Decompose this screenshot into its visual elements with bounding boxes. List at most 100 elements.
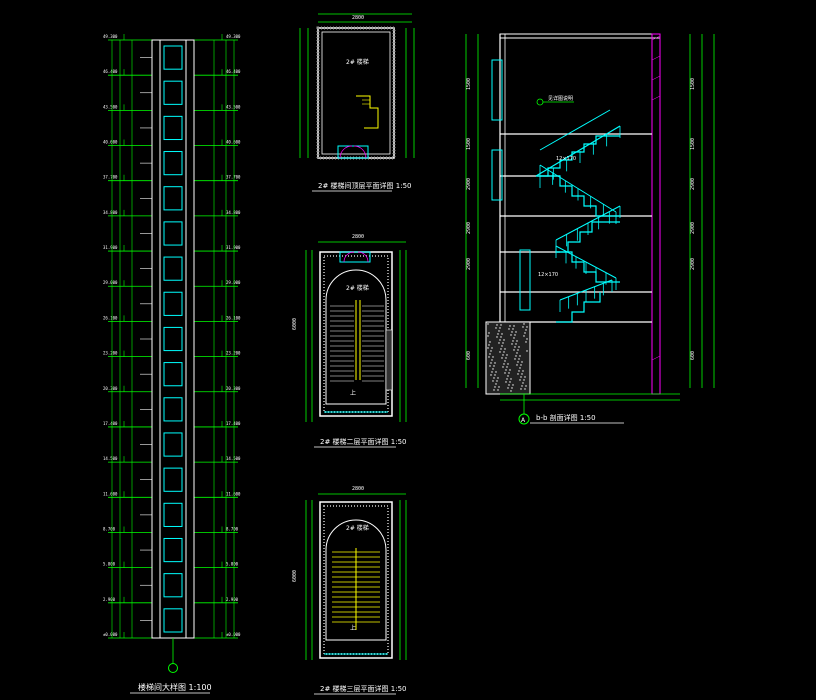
elevation-level-label-right: 20.300 <box>226 386 241 391</box>
section-dimension-label: 2900 <box>466 258 472 270</box>
elevation-level-label-right: 26.100 <box>226 315 241 320</box>
elevation-window <box>163 362 183 387</box>
section-dimension-label-right: 600 <box>690 351 696 360</box>
section-dim-a: 12×170 <box>556 156 576 162</box>
axis-bubble <box>168 663 178 673</box>
bottom-plan-treads <box>332 548 380 630</box>
section-dimension-label-right: 1500 <box>690 78 696 90</box>
elevation-window <box>163 397 183 422</box>
section-title: b-b 剖面详图 1:50 <box>536 413 596 422</box>
section-stair-flights <box>535 109 621 323</box>
elevation-level-label-right: 43.500 <box>226 104 241 109</box>
elevation-level-label-left: 26.100 <box>103 315 118 320</box>
elevation-level-row: 40.600 40.600 <box>103 139 241 146</box>
elevation-level-row: 20.300 20.300 <box>103 385 241 393</box>
mid-plan-width: 2800 <box>352 234 364 240</box>
elevation-level-label-right: 34.800 <box>226 210 241 215</box>
section-axis-bubble <box>518 413 530 425</box>
section-dimension-label-right: 2900 <box>690 178 696 190</box>
mid-plan-height: 6000 <box>292 318 298 330</box>
elevation-level-label-left: 29.000 <box>103 280 118 285</box>
elevation-level-label-right: 5.800 <box>226 562 239 567</box>
elevation-level-row: 11.600 11.600 <box>103 491 241 498</box>
top-floor-plan: 2800 2# 楼梯 2# 楼梯间顶层平面详图 1:50 <box>299 13 415 192</box>
elevation-window <box>163 467 183 492</box>
mid-plan-title: 2# 楼梯二层平面详图 1:50 <box>320 437 407 446</box>
elevation-level-row: 29.000 29.000 <box>103 280 241 287</box>
elevation-level-label-left: 11.600 <box>103 491 118 496</box>
section-dimension-label: 1500 <box>466 138 472 150</box>
elevation-level-row: 17.400 17.400 <box>103 420 241 428</box>
section-dimension-label: 2900 <box>466 178 472 190</box>
elevation-window <box>163 326 183 352</box>
elevation-level-row: 49.300 49.300 <box>103 34 241 41</box>
elevation-level-label-right: 8.700 <box>226 526 239 531</box>
bottom-plan-width: 2800 <box>352 486 364 492</box>
elevation-window <box>163 221 183 246</box>
section-dimension-label-right: 2900 <box>690 222 696 234</box>
third-floor-plan: 2800 6000 2# 楼梯 上 2# 楼梯三层平面详图 1:50 <box>292 486 407 695</box>
elevation-window <box>163 432 183 457</box>
elevation-window <box>163 80 183 105</box>
elevation-level-label-left: 40.600 <box>103 140 118 145</box>
bottom-plan-room-label: 2# 楼梯 <box>346 524 369 532</box>
elevation-level-label-left: 31.900 <box>103 245 118 250</box>
elevation-level-row: ±0.000 ±0.000 <box>103 632 241 639</box>
elevation-level-label-left: 17.400 <box>103 421 118 426</box>
section-dimension-label: 2900 <box>466 222 472 234</box>
elevation-level-label-left: 43.500 <box>103 104 118 109</box>
bottom-plan-title: 2# 楼梯三层平面详图 1:50 <box>320 684 407 693</box>
section-dimension-label: 1500 <box>466 78 472 90</box>
section-dim-b: 12×170 <box>538 272 558 278</box>
elevation-level-label-right: 2.900 <box>226 597 239 602</box>
elevation-window <box>163 151 183 176</box>
elevation-level-label-right: 37.700 <box>226 175 241 180</box>
elevation-level-label-right: 49.300 <box>226 34 241 39</box>
elevation-window <box>163 186 183 211</box>
elevation-level-label-right: 46.400 <box>226 69 241 74</box>
elevation-level-row: 23.200 23.200 <box>103 350 241 357</box>
section-dimension-label: 600 <box>466 351 472 360</box>
elevation-level-label-left: 20.300 <box>103 386 118 391</box>
mid-plan-up-label: 上 <box>350 389 356 397</box>
elevation-level-label-left: 23.200 <box>103 351 118 356</box>
section-balusters <box>539 126 621 312</box>
elevation-level-label-left: 49.300 <box>103 34 118 39</box>
second-floor-plan: 2800 6000 2# 楼梯 上 2# 楼梯二层平面详图 1:50 <box>292 234 407 448</box>
elevation-level-label-right: 14.500 <box>226 456 241 461</box>
mid-plan-treads <box>330 305 384 382</box>
elevation-window <box>163 537 183 563</box>
elevation-level-label-right: 29.000 <box>226 280 241 285</box>
elevation-level-row: 34.800 34.800 <box>103 209 241 217</box>
elevation-level-row: 8.700 8.700 <box>103 526 239 533</box>
elevation-level-row: 5.800 5.800 <box>103 561 239 569</box>
elevation-level-label-right: 40.600 <box>226 140 241 145</box>
elevation-level-label-right: 17.400 <box>226 421 241 426</box>
elevation-level-row: 43.500 43.500 <box>103 104 241 111</box>
elevation-level-label-left: 5.800 <box>103 562 116 567</box>
section-dimension-label-right: 2900 <box>690 258 696 270</box>
elevation-window <box>163 291 183 316</box>
elevation-level-label-right: 11.600 <box>226 491 241 496</box>
elevation-level-row: 26.100 26.100 <box>103 315 241 322</box>
elevation-window <box>163 502 183 527</box>
elevation-level-row: 46.400 46.400 <box>103 69 241 76</box>
elevation-level-label-left: 46.400 <box>103 69 118 74</box>
elevation-level-label-left: 8.700 <box>103 526 116 531</box>
bottom-plan-up-label: 上 <box>350 624 356 632</box>
elevation-title: 楼梯间大样图 1:100 <box>138 682 212 692</box>
elevation-level-label-left: ±0.000 <box>103 632 118 637</box>
elevation-level-label-right: 23.200 <box>226 351 241 356</box>
top-plan-width: 2800 <box>352 15 364 21</box>
elevation-level-label-left: 2.900 <box>103 597 116 602</box>
elevation-window <box>163 256 183 281</box>
elevation-level-label-left: 34.800 <box>103 210 118 215</box>
elevation-level-label-right: ±0.000 <box>226 632 241 637</box>
